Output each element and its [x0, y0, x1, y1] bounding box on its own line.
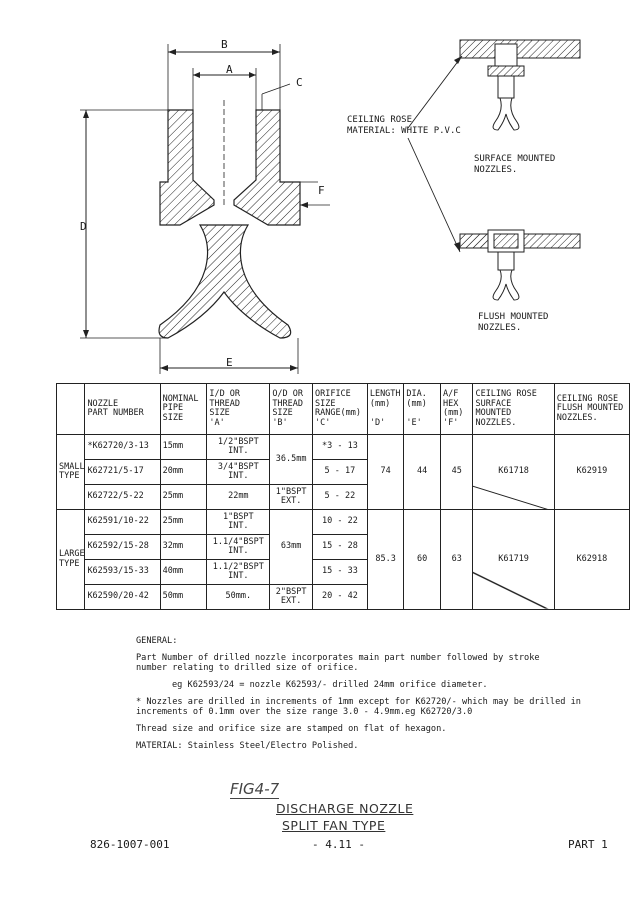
dim-a-label: A [226, 63, 233, 76]
nozzle-section-drawing [80, 44, 330, 374]
large-type-label: LARGE TYPE [55, 509, 86, 610]
od-size: 63mm [269, 509, 313, 585]
pipe-size: 50mm [159, 584, 208, 610]
dia-value: 44 [403, 434, 441, 510]
part-label: PART 1 [568, 838, 608, 851]
page-number: - 4.11 - [312, 838, 365, 851]
orifice-range: 15 - 28 [311, 534, 368, 560]
figure-number: FIG4-7 [230, 780, 280, 799]
flush-mounted-part: K62918 [553, 509, 631, 610]
dim-f-label: F [318, 184, 325, 197]
orifice-range: 10 - 22 [311, 509, 368, 535]
orifice-range: 15 - 33 [311, 559, 368, 585]
header-length: LENGTH (mm) 'D' [366, 383, 405, 435]
surface-mounted-label-2: NOZZLES. [474, 165, 518, 175]
header-dia: DIA. (mm) 'E' [403, 383, 441, 435]
general-notes: GENERAL: Part Number of drilled nozzle i… [136, 636, 606, 758]
dim-c-label: C [296, 76, 303, 89]
notes-increments: * Nozzles are drilled in increments of 1… [136, 697, 581, 717]
id-size: 1"BSPT INT. [206, 509, 271, 535]
id-size: 3/4"BSPT INT. [206, 459, 271, 485]
flush-mounted-label: FLUSH MOUNTED [478, 312, 549, 322]
dim-e-label: E [226, 356, 233, 369]
od-size: 2"BSPT EXT. [269, 584, 313, 610]
header-af-hex: A/F HEX (mm) 'F' [439, 383, 474, 435]
orifice-range: *3 - 13 [311, 434, 368, 460]
ceiling-rose-material: MATERIAL: WHITE P.V.C [347, 126, 461, 136]
flush-mounted-label-2: NOZZLES. [478, 323, 522, 333]
header-id-thread: I/D OR THREAD SIZE 'A' [206, 383, 271, 435]
notes-example: eg K62593/24 = nozzle K62593/- drilled 2… [172, 680, 488, 690]
notes-part-number: Part Number of drilled nozzle incorporat… [136, 653, 540, 673]
id-size: 50mm. [206, 584, 271, 610]
surface-mounted-part: K61719 [472, 509, 555, 610]
part-number: K62590/20-42 [84, 584, 161, 610]
part-number: K62592/15-28 [84, 534, 161, 560]
header-od-thread: O/D OR THREAD SIZE 'B' [269, 383, 313, 435]
orifice-range: 20 - 42 [311, 584, 368, 610]
od-size: 1"BSPT EXT. [269, 484, 313, 510]
orifice-range: 5 - 22 [311, 484, 368, 510]
header-flush-mounted: CEILING ROSE FLUSH MOUNTED NOZZLES. [553, 383, 631, 435]
dim-d-label: D [80, 220, 87, 233]
surface-mounted-part: K61718 [472, 434, 555, 510]
document-number: 826-1007-001 [90, 838, 170, 851]
id-size: 1.1/2"BSPT INT. [206, 559, 271, 585]
header-surface-mounted: CEILING ROSE SURFACE MOUNTED NOZZLES. [472, 383, 555, 435]
ceiling-rose-drawing [407, 39, 581, 301]
small-type-label: SMALL TYPE [55, 434, 86, 510]
part-number: K62721/5-17 [84, 459, 161, 485]
part-number: *K62720/3-13 [84, 434, 161, 460]
pipe-size: 40mm [159, 559, 208, 585]
header-orifice: ORIFICE SIZE RANGE(mm) 'C' [311, 383, 368, 435]
pipe-size: 25mm [159, 509, 208, 535]
table-row: LARGE TYPE K62591/10-22 25mm 1"BSPT INT.… [55, 509, 631, 610]
pipe-size: 25mm [159, 484, 208, 510]
af-value: 63 [439, 509, 474, 610]
notes-stamping: Thread size and orifice size are stamped… [136, 724, 447, 734]
header-part-number: NOZZLE PART NUMBER [84, 383, 161, 435]
table-header-row: NOZZLE PART NUMBER NOMINAL PIPE SIZE I/D… [55, 383, 631, 435]
nozzle-spec-table: NOZZLE PART NUMBER NOMINAL PIPE SIZE I/D… [55, 383, 631, 610]
orifice-range: 5 - 17 [311, 459, 368, 485]
pipe-size: 15mm [159, 434, 208, 460]
id-size: 1.1/4"BSPT INT. [206, 534, 271, 560]
ceiling-rose-label: CEILING ROSE [347, 115, 413, 125]
dim-b-label: B [221, 38, 228, 51]
figure-title: DISCHARGE NOZZLE [276, 801, 414, 816]
notes-heading: GENERAL: [136, 636, 178, 646]
flush-mounted-part: K62919 [553, 434, 631, 510]
length-value: 85.3 [366, 509, 405, 610]
notes-material: MATERIAL: Stainless Steel/Electro Polish… [136, 741, 359, 751]
dia-value: 60 [403, 509, 441, 610]
header-pipe-size: NOMINAL PIPE SIZE [159, 383, 208, 435]
pipe-size: 20mm [159, 459, 208, 485]
id-size: 1/2"BSPT INT. [206, 434, 271, 460]
part-number: K62591/10-22 [84, 509, 161, 535]
length-value: 74 [366, 434, 405, 510]
table-row: SMALL TYPE *K62720/3-13 15mm 1/2"BSPT IN… [55, 434, 631, 510]
af-value: 45 [439, 434, 474, 510]
id-size: 22mm [206, 484, 271, 510]
table-row: K62592/15-28 32mm 1.1/4"BSPT INT. 15 - 2… [57, 534, 630, 560]
figure-subtitle: SPLIT FAN TYPE [282, 818, 386, 833]
part-number: K62722/5-22 [84, 484, 161, 510]
od-size: 36.5mm [269, 434, 313, 485]
part-number: K62593/15-33 [84, 559, 161, 585]
pipe-size: 32mm [159, 534, 208, 560]
table-row: K62590/20-42 50mm 50mm. 2"BSPT EXT. 20 -… [57, 584, 630, 610]
surface-mounted-label: SURFACE MOUNTED [474, 154, 556, 164]
